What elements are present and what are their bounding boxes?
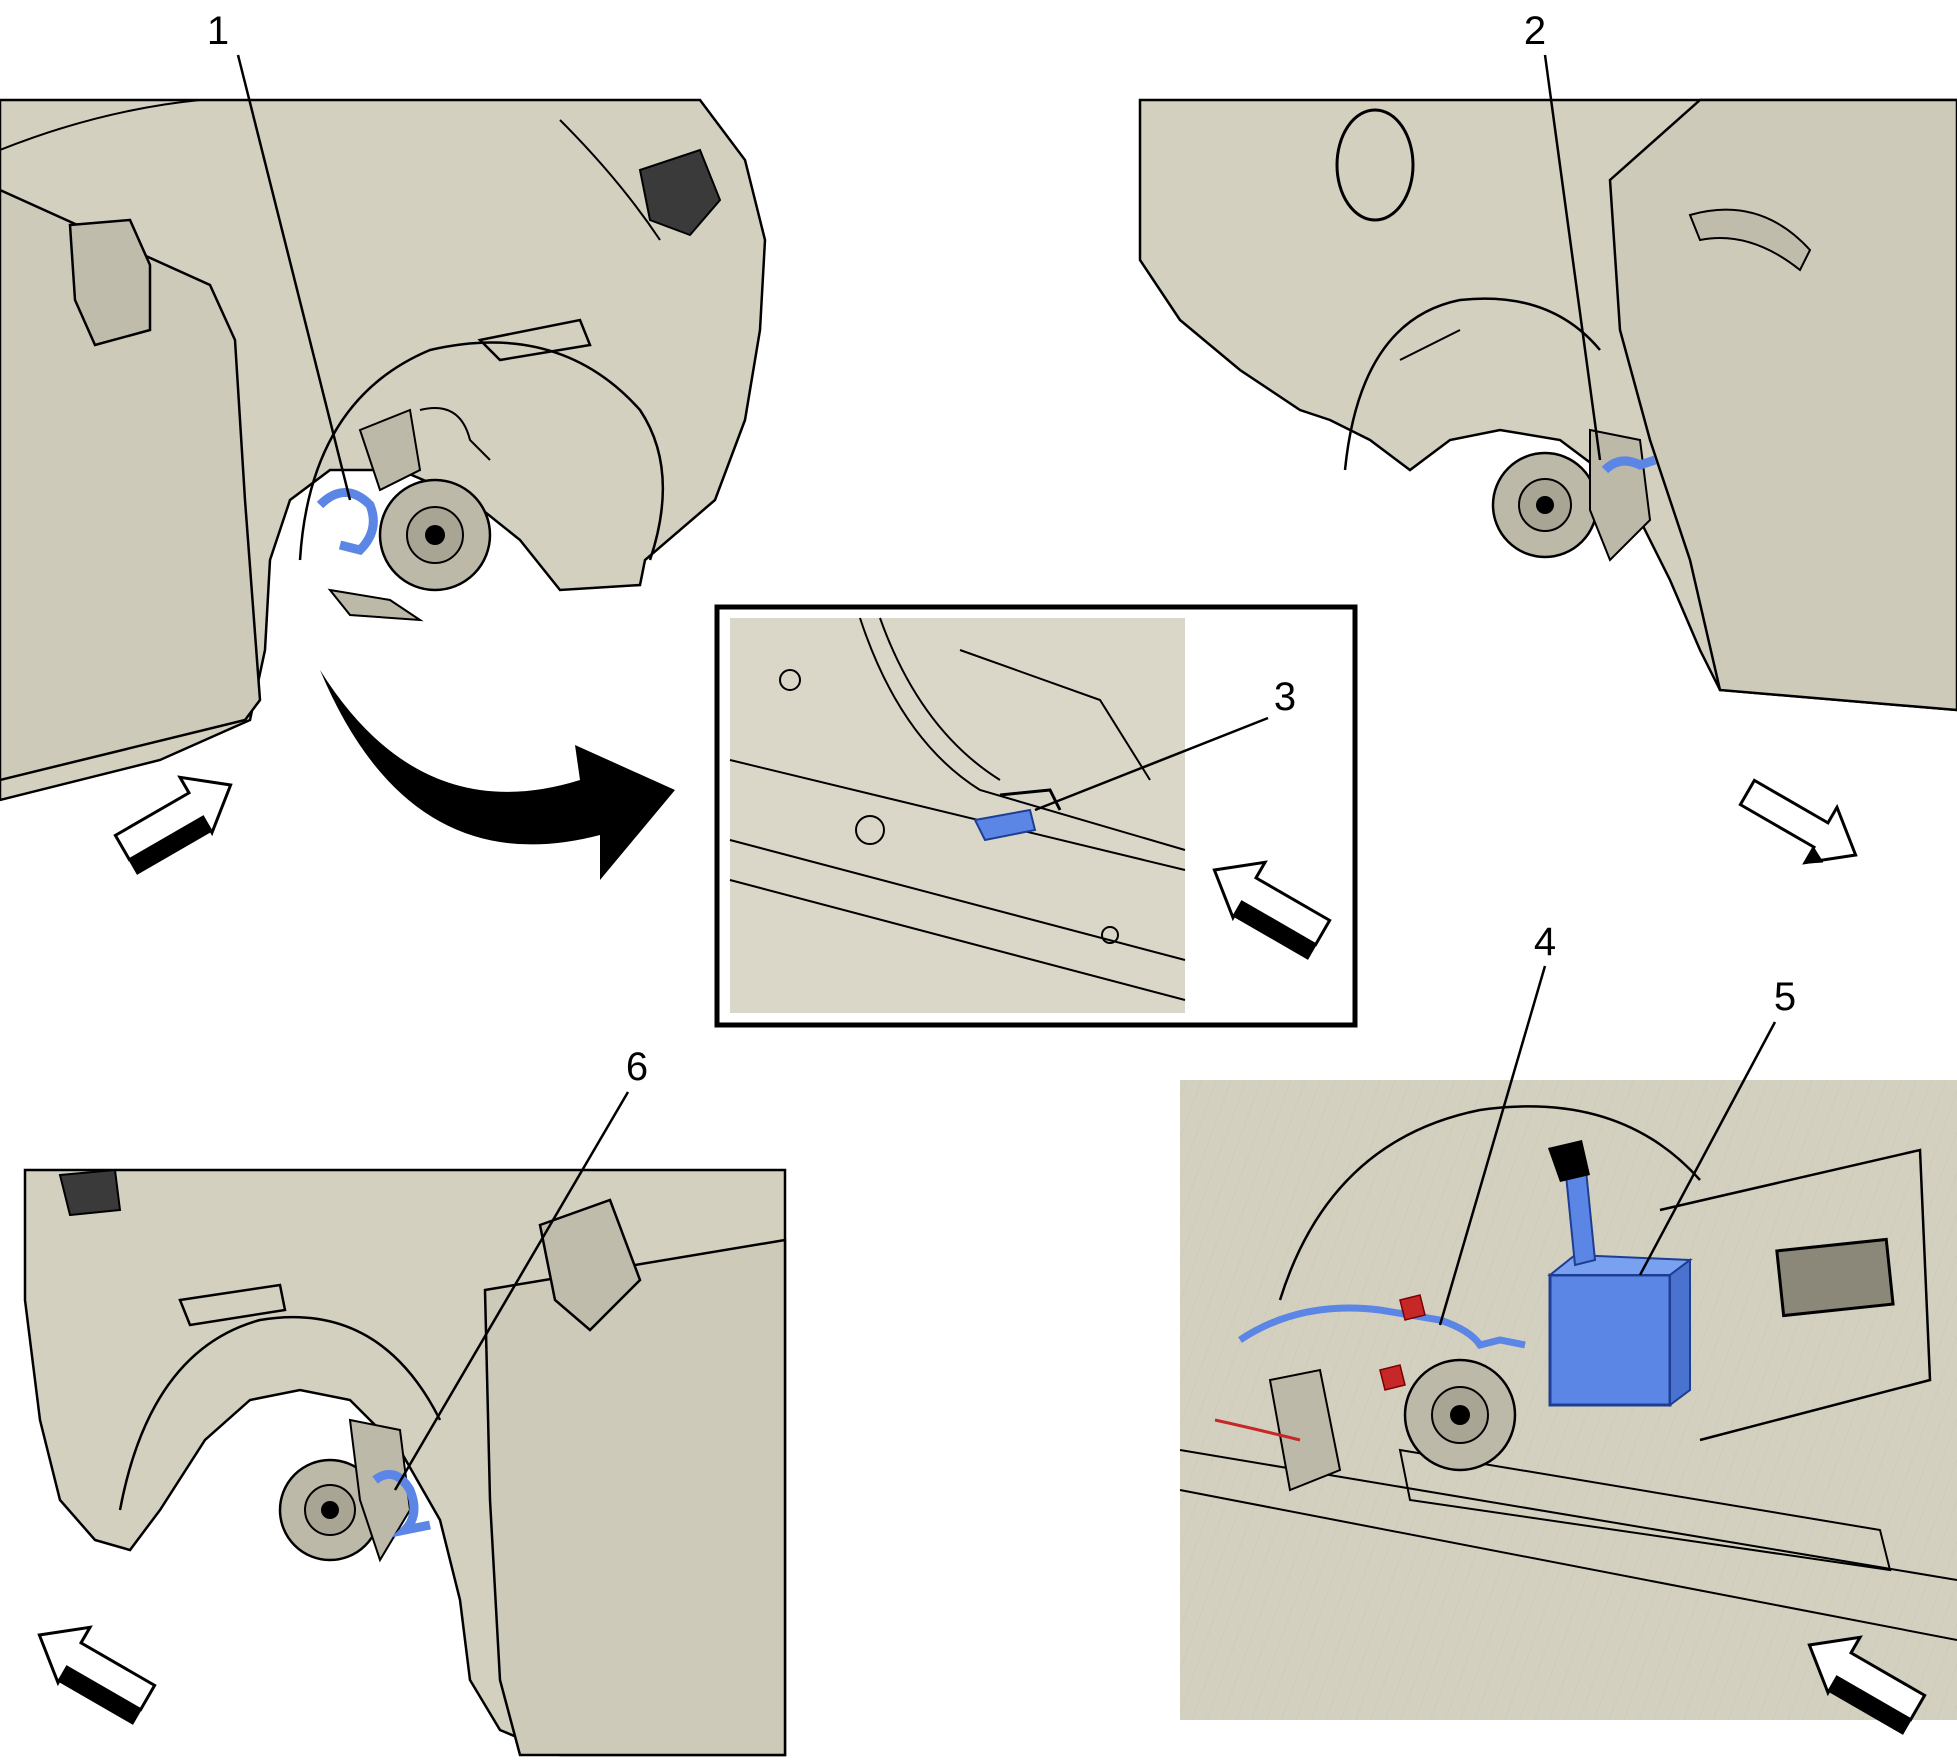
headlamp-icon (638, 148, 722, 237)
view-direction-arrow-icon (1738, 778, 1858, 865)
svg-text:5: 5 (1774, 975, 1796, 1019)
wheel-hub-icon (278, 1418, 412, 1563)
svg-text:2: 2 (1524, 9, 1546, 53)
wheel-hub-icon (1403, 1358, 1517, 1472)
side-mirror-icon (538, 1198, 642, 1332)
svg-text:6: 6 (626, 1045, 648, 1089)
door-panel (0, 188, 262, 782)
wheel-speed-sensor-harness (372, 1469, 431, 1538)
transition-curved-arrow-icon (320, 670, 675, 880)
view-direction-arrow-icon (1212, 860, 1332, 960)
callout-4: 4 (1438, 920, 1556, 1326)
callout-6: 6 (393, 1045, 648, 1491)
callout-1: 1 (207, 9, 352, 501)
wheel-hub-icon (327, 408, 492, 622)
sensor-harness (1238, 1304, 1526, 1349)
svg-text:4: 4 (1534, 920, 1556, 964)
right-front-wheel-view (23, 1168, 787, 1757)
fuel-door-icon (1335, 108, 1415, 222)
left-front-wheel-view (0, 98, 767, 802)
harness-connector (973, 808, 1037, 842)
sensor-connector-red (1379, 1294, 1426, 1391)
svg-text:3: 3 (1274, 675, 1296, 719)
callout-2: 2 (1524, 9, 1602, 461)
underbody-inset-view (714, 604, 1358, 1028)
rear-module-view (1179, 1080, 1957, 1720)
view-direction-arrow-icon (37, 1625, 157, 1725)
wheel-speed-sensor-harness (1601, 455, 1657, 474)
view-direction-arrow-icon (113, 775, 233, 875)
rear-vent-icon (1775, 1237, 1895, 1318)
wheel-speed-sensor-harness (316, 488, 378, 555)
door-handle-icon (1688, 208, 1812, 272)
svg-text:1: 1 (207, 9, 229, 53)
callout-3: 3 (1034, 675, 1296, 812)
wheel-hub-icon (1491, 428, 1652, 562)
wheel-arch (298, 341, 665, 561)
callout-5: 5 (1638, 975, 1796, 1276)
control-module-icon (1547, 1140, 1693, 1407)
headlamp-icon (58, 1168, 122, 1217)
right-rear-wheel-view (1138, 98, 1957, 712)
view-direction-arrow-icon (1807, 1635, 1927, 1735)
side-mirror-icon (68, 218, 152, 347)
